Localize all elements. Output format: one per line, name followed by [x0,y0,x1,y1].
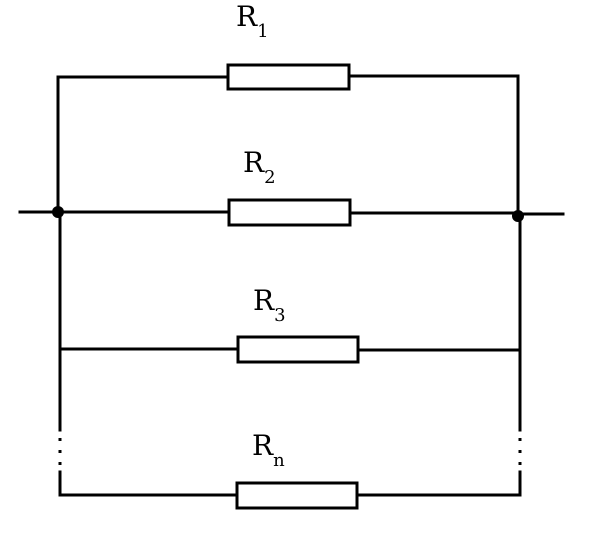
left-rail-ellipsis [58,438,62,465]
right-rail-ellipsis [518,438,522,465]
branch-r1: R1 [56,0,520,91]
resistor-rn-label: Rn [252,429,285,471]
junction-node-right [512,210,524,222]
resistor-rn [235,481,359,510]
branch-r3: R3 [58,284,522,364]
resistor-r2 [227,198,352,227]
resistor-r3-label: R3 [253,284,286,326]
resistor-r2-label: R2 [243,146,276,188]
branch-r2: R2 [56,146,520,227]
resistor-r1-label: R1 [236,0,269,42]
junction-node-left [52,206,64,218]
resistor-r1 [226,63,351,91]
resistor-r3 [236,335,360,364]
branch-rn: Rn [58,429,522,510]
